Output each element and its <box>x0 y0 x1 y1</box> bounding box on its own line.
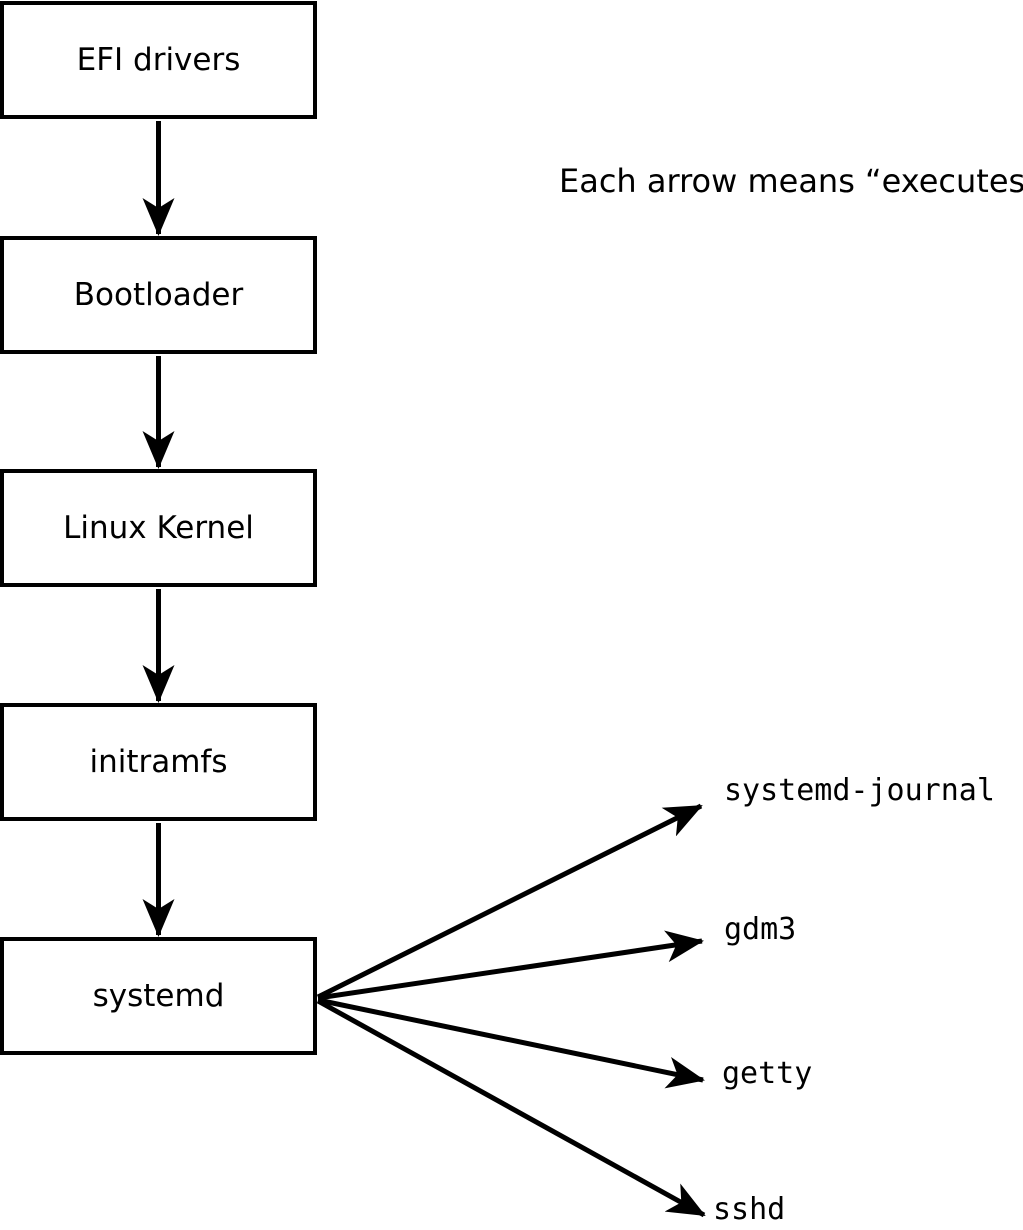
label-gdm3: gdm3 <box>724 912 797 947</box>
node-bootloader: Bootloader <box>0 236 317 354</box>
arrow-systemd-to-journal <box>316 803 703 1000</box>
node-linux-kernel: Linux Kernel <box>0 469 317 587</box>
node-systemd: systemd <box>0 937 317 1055</box>
arrow-meaning-caption: Each arrow means “executes”. <box>559 162 1023 200</box>
arrow-systemd-to-gdm3 <box>317 930 704 1001</box>
label-sshd: sshd <box>713 1192 786 1227</box>
arrow-systemd-to-sshd <box>316 998 706 1218</box>
node-initramfs: initramfs <box>0 703 317 821</box>
label-systemd-journal: systemd-journal <box>724 773 995 808</box>
arrow-systemd-to-getty <box>317 997 705 1089</box>
label-getty: getty <box>722 1056 813 1091</box>
node-efi-drivers: EFI drivers <box>0 1 317 119</box>
